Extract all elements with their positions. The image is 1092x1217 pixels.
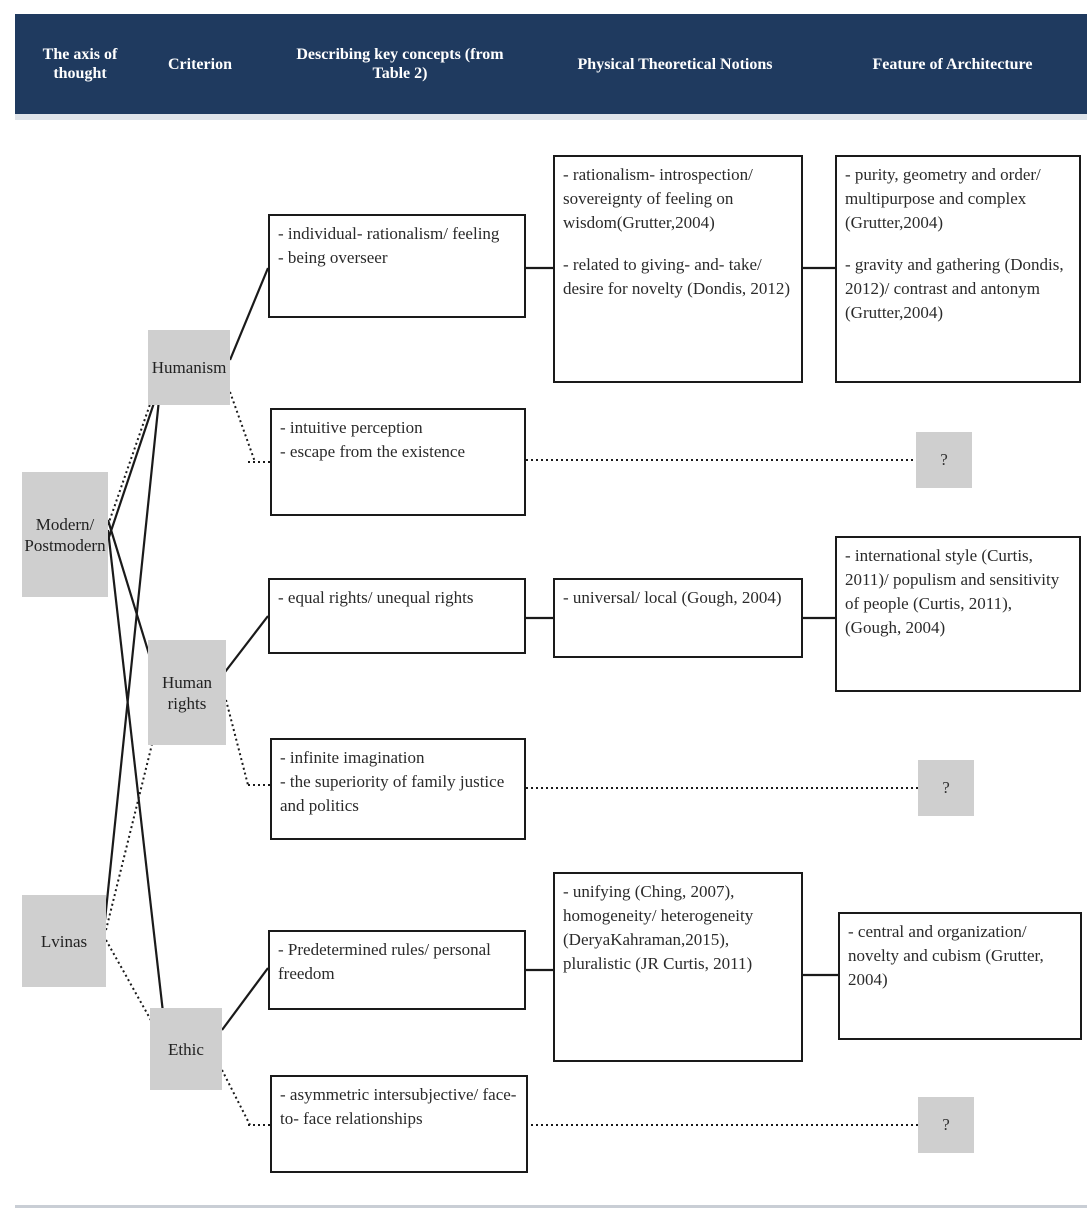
feature-text: - international style (Curtis, 2011)/ po… (845, 546, 1060, 637)
concept-line: - Predetermined rules/ personal freedom (278, 940, 491, 983)
concept-line: - intuitive perception (280, 418, 423, 437)
feature-text: - gravity and gathering (Dondis, 2012)/ … (845, 255, 1064, 322)
link-lvinas-humanrights (105, 719, 159, 931)
criterion-node-human-rights: Human rights (148, 640, 226, 745)
link-modern-humanism-dotted (107, 389, 156, 526)
notion-box: - rationalism- introspection/ sovereignt… (553, 155, 803, 383)
concept-box: - individual- rationalism/ feeling - bei… (268, 214, 526, 318)
link-lvinas-humanism (103, 389, 162, 921)
link-modern-ethic (106, 529, 167, 1031)
feature-box: - central and organization/ novelty and … (838, 912, 1082, 1040)
notion-text: - universal/ local (Gough, 2004) (563, 588, 782, 607)
axis-node-label: Modern/ Postmodern (24, 514, 106, 555)
link-humanrights-concept3 (224, 615, 269, 673)
link-ethic-concept6 (221, 1069, 251, 1126)
link-ethic-concept5 (221, 967, 269, 1031)
concept-box: - intuitive perception - escape from the… (270, 408, 526, 516)
concept-box: - equal rights/ unequal rights (268, 578, 526, 654)
bottom-rule (15, 1205, 1087, 1208)
unknown-feature-marker: ? (918, 1097, 974, 1153)
feature-text: - purity, geometry and order/ multipurpo… (845, 165, 1041, 232)
header-axis-of-thought: The axis of thought (42, 46, 118, 82)
unknown-feature-marker: ? (918, 760, 974, 816)
axis-node-lvinas: Lvinas (22, 895, 106, 987)
notion-text: - related to giving- and- take/ desire f… (563, 255, 791, 298)
concept-line: - being overseer (278, 248, 388, 267)
criterion-label: Humanism (151, 358, 227, 377)
concept-line: - equal rights/ unequal rights (278, 588, 474, 607)
criterion-node-humanism: Humanism (148, 330, 230, 405)
axis-node-label: Lvinas (40, 931, 88, 951)
unknown-feature-marker: ? (916, 432, 972, 488)
concept-line: - individual- rationalism/ feeling (278, 224, 500, 243)
header-architecture-features: Feature of Architecture (872, 55, 1033, 73)
criterion-label: Human rights (161, 672, 213, 713)
link-modern-humanism (106, 384, 162, 541)
criterion-node-ethic: Ethic (150, 1008, 222, 1090)
notion-text: - rationalism- introspection/ sovereignt… (563, 165, 753, 232)
concept-box: - asymmetric intersubjective/ face- to- … (270, 1075, 528, 1173)
concept-line: - the superiority of family justice and … (280, 772, 505, 815)
header-key-concepts: Describing key concepts (from Table 2) (296, 46, 504, 82)
feature-text: - central and organization/ novelty and … (848, 922, 1044, 989)
concept-line: - infinite imagination (280, 748, 425, 767)
table-header: The axis of thought Criterion Describing… (15, 14, 1087, 120)
criterion-label: Ethic (168, 1039, 204, 1059)
concept-box: - infinite imagination - the superiority… (270, 738, 526, 840)
header-physical-notions: Physical Theoretical Notions (577, 55, 773, 73)
axis-node-modern-postmodern: Modern/ Postmodern (22, 472, 108, 597)
concept-box: - Predetermined rules/ personal freedom (268, 930, 526, 1010)
link-humanism-concept2 (229, 391, 256, 463)
link-humanism-concept1 (228, 267, 270, 361)
header-criterion: Criterion (168, 55, 232, 73)
feature-box: - international style (Curtis, 2011)/ po… (835, 536, 1081, 692)
notion-box: - universal/ local (Gough, 2004) (553, 578, 803, 658)
concept-line: - asymmetric intersubjective/ face- to- … (280, 1085, 517, 1128)
notion-text: - unifying (Ching, 2007), homogeneity/ h… (563, 882, 754, 973)
link-humanrights-concept4 (225, 699, 249, 786)
feature-box: - purity, geometry and order/ multipurpo… (835, 155, 1081, 383)
concept-line: - escape from the existence (280, 442, 466, 461)
notion-box: - unifying (Ching, 2007), homogeneity/ h… (553, 872, 803, 1062)
